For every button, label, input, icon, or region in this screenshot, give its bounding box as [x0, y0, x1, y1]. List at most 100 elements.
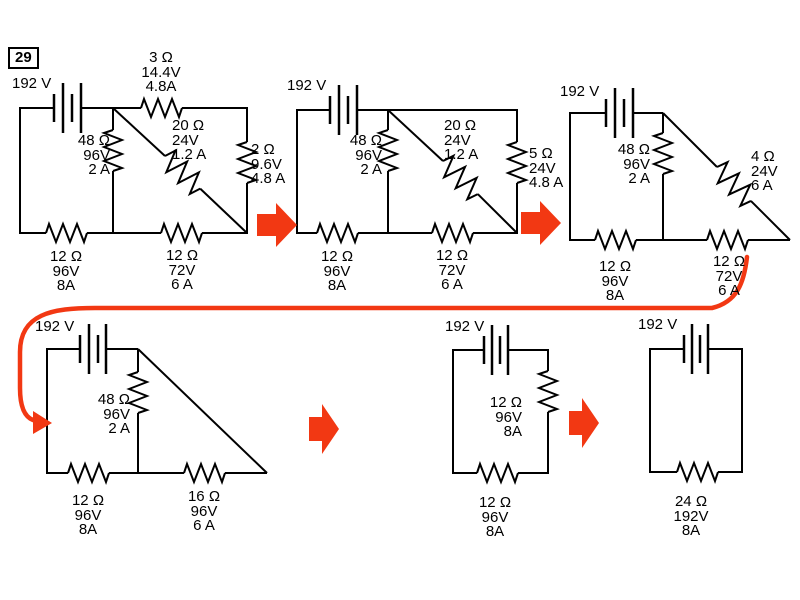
resistance-value: 24 Ω [674, 493, 708, 510]
voltage-value: 96V [355, 146, 382, 164]
current-value: 4.8 A [251, 170, 286, 187]
wire-diagonal [387, 109, 444, 162]
source-voltage-label: 192 V [638, 316, 678, 333]
resistor-label-12ohm: 12 Ω 96V 8A [49, 248, 83, 294]
resistance-value: 3 Ω [149, 49, 173, 66]
voltage-value: 72V [168, 261, 196, 279]
battery-symbol [604, 88, 635, 138]
battery-symbol [682, 324, 710, 374]
battery-symbol [328, 85, 359, 135]
wire [708, 348, 743, 473]
resistor-48ohm [376, 129, 400, 172]
source-voltage-label: 192 V [445, 318, 485, 335]
current-value: 1.2 A [444, 146, 479, 163]
resistor-label-48ohm: 48 Ω 96V 2 A [77, 132, 110, 178]
current-value: 6 A [718, 282, 740, 299]
current-value: 8A [78, 521, 98, 538]
voltage-value: 96V [601, 272, 629, 290]
resistor-48ohm [101, 129, 125, 172]
resistor-label-12ohm: 12 Ω 72V 6 A [165, 247, 199, 293]
resistor-label-12ohm: 12 Ω 96V 8A [72, 493, 104, 538]
resistance-value: 5 Ω [529, 145, 553, 162]
step-arrow-2 [521, 201, 561, 245]
voltage-value: 96V [323, 262, 351, 280]
circuit-step-2 [296, 85, 529, 245]
wire-diagonal [662, 112, 718, 168]
resistor-label-12ohm: 12 Ω 72V 6 A [712, 253, 746, 299]
resistance-value: 2 Ω [251, 141, 275, 158]
step-arrow-1 [257, 203, 297, 247]
loop-back-arrowhead [33, 411, 52, 434]
resistor-12ohm-right [431, 221, 474, 245]
resistor-4ohm [715, 159, 753, 208]
wire [19, 107, 54, 234]
resistor-label-48ohm: 48 Ω 96V 2 A [98, 392, 130, 437]
current-value: 8A [485, 523, 505, 540]
resistor-48ohm [126, 371, 150, 414]
voltage-value: 72V [715, 267, 743, 285]
voltage-value: 24V [172, 131, 199, 149]
resistor-label-20ohm: 20 Ω 24V 1.2 A [444, 117, 479, 163]
resistor-24ohm [676, 460, 719, 484]
resistor-3ohm [140, 96, 183, 120]
resistance-value: 12 Ω [712, 253, 746, 270]
resistor-label-12ohm: 12 Ω 72V 6 A [435, 247, 469, 293]
resistance-value: 12 Ω [320, 248, 354, 265]
resistor-label-48ohm: 48 Ω 96V 2 A [349, 132, 382, 178]
resistor-20ohm [164, 148, 201, 197]
resistor-label-16ohm: 16 Ω 96V 6 A [188, 489, 220, 534]
source-voltage-label: 192 V [12, 75, 52, 92]
voltage-value: 96V [623, 155, 650, 173]
wire-diagonal [477, 193, 518, 234]
wire [46, 348, 80, 474]
resistance-value: 12 Ω [489, 394, 522, 411]
step-arrow-3 [309, 404, 339, 454]
wire [182, 107, 248, 142]
resistance-value: 48 Ω [77, 132, 110, 149]
wire-diagonal [137, 348, 268, 474]
current-value: 2 A [628, 170, 650, 187]
voltage-value: 24V [751, 162, 778, 180]
resistor-12ohm-right [706, 228, 749, 252]
resistance-value: 12 Ω [49, 248, 83, 265]
resistor-label-12ohm: 12 Ω 96V 8A [320, 248, 354, 294]
problem-number-badge: 29 [8, 47, 39, 69]
current-value: 2 A [360, 161, 382, 178]
resistance-value: 48 Ω [617, 141, 650, 158]
voltage-value: 96V [190, 502, 218, 520]
resistor-label-5ohm: 5 Ω 24V 4.8 A [529, 145, 563, 191]
voltage-value: 96V [481, 508, 509, 526]
voltage-value: 24V [529, 159, 556, 177]
circuit-step-5 [452, 325, 560, 485]
resistor-label-12ohm: 12 Ω 96V 8A [599, 259, 631, 304]
voltage-value: 192V [673, 507, 709, 525]
source-voltage-label: 192 V [287, 77, 327, 94]
voltage-value: 24V [444, 131, 471, 149]
resistor-12ohm-left [594, 228, 637, 252]
resistance-value: 12 Ω [435, 247, 469, 264]
circuit-step-3 [569, 88, 791, 252]
current-value: 8A [605, 287, 625, 304]
resistor-48ohm [651, 132, 675, 175]
resistor-20ohm [442, 153, 479, 202]
wire [649, 348, 684, 473]
wire [452, 349, 484, 474]
resistance-value: 12 Ω [165, 247, 199, 264]
battery-symbol [52, 83, 83, 133]
resistor-12ohm [67, 461, 110, 485]
circuit-step-4 [46, 324, 268, 485]
resistance-value: 48 Ω [349, 132, 382, 149]
voltage-value: 72V [438, 261, 466, 279]
wire [296, 109, 330, 234]
resistor-16ohm [183, 461, 226, 485]
resistor-label-4ohm: 4 Ω 24V 6 A [751, 149, 778, 194]
voltage-value: 96V [103, 405, 130, 423]
resistance-value: 20 Ω [444, 117, 477, 134]
current-value: 6 A [171, 276, 193, 293]
resistor-12ohm-left [316, 221, 359, 245]
resistor-2ohm [235, 141, 259, 184]
current-value: 8A [327, 277, 347, 294]
source-voltage-label: 192 V [35, 318, 75, 335]
